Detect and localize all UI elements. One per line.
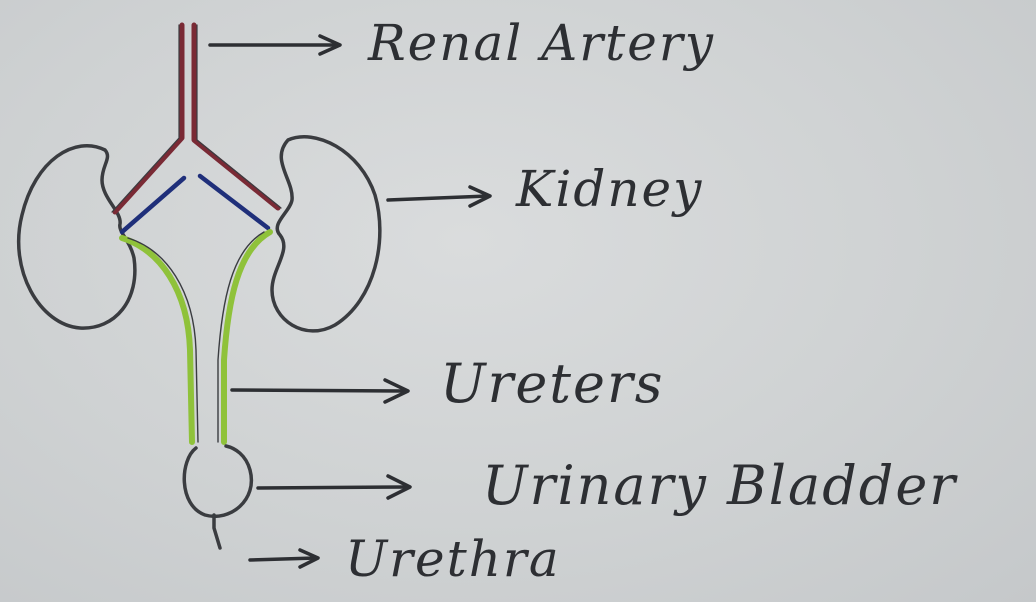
urinary-bladder — [184, 446, 251, 516]
label-urinary-bladder: Urinary Bladder — [482, 454, 957, 517]
left-kidney — [19, 146, 135, 328]
arrow-urinary-bladder — [258, 476, 410, 498]
arrow-kidney — [388, 187, 490, 206]
urethra — [214, 515, 220, 548]
label-ureters: Ureters — [440, 352, 664, 415]
arrow-ureters — [232, 380, 408, 402]
arrow-renal-artery — [210, 36, 340, 54]
arrow-urethra — [250, 550, 318, 567]
ureters — [122, 232, 270, 442]
renal-artery — [112, 25, 281, 212]
label-renal-artery: Renal Artery — [368, 14, 715, 72]
right-kidney — [272, 137, 380, 331]
label-kidney: Kidney — [516, 160, 703, 218]
label-urethra: Urethra — [345, 530, 561, 588]
